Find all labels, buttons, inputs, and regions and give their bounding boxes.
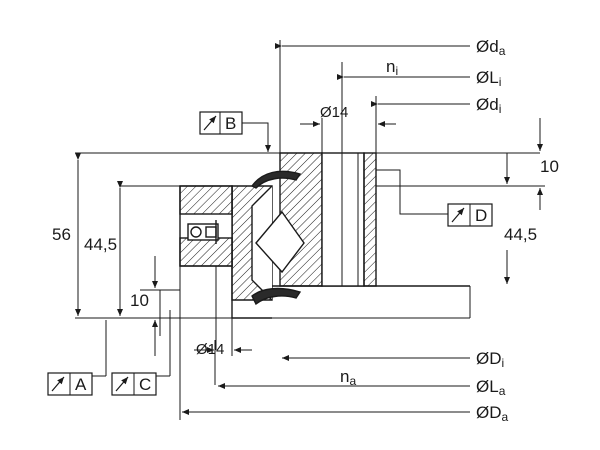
- top-dimensions: [275, 40, 470, 153]
- tolerance-frame-C: C: [111, 310, 171, 396]
- tolerance-frame-A: A: [47, 372, 106, 396]
- bottom-dimensions: [182, 355, 470, 415]
- bearing-body: [75, 152, 540, 350]
- dimension-labels: Øda ni ØLi Ødi Ø14 Ø14 ØDi na ØLa ØDa 56…: [52, 37, 559, 424]
- label-hole-top: Ø14: [320, 104, 348, 121]
- left-dimensions: [75, 153, 252, 420]
- right-dimensions: [376, 118, 545, 284]
- seal-bottom: [251, 287, 302, 306]
- seal-top: [250, 170, 302, 189]
- frame-C-letter: C: [139, 375, 151, 394]
- label-height-total: 56: [52, 225, 71, 244]
- frame-B-letter: B: [225, 114, 236, 133]
- inner-ring-right: [363, 152, 377, 287]
- label-height-left: 44,5: [84, 235, 117, 254]
- frame-A-letter: A: [75, 375, 87, 394]
- tolerance-frame-B: B: [199, 111, 271, 152]
- label-L-i: ØLi: [476, 68, 501, 89]
- label-offset-top: 10: [540, 157, 559, 176]
- label-d-i: Ødi: [476, 95, 501, 116]
- label-D-a: ØDa: [476, 403, 509, 424]
- label-D-i: ØDi: [476, 349, 504, 370]
- label-hole-bottom: Ø14: [196, 341, 224, 358]
- label-L-a: ØLa: [476, 377, 506, 398]
- label-n-a: na: [340, 367, 356, 388]
- grease-nipple: [187, 220, 219, 244]
- frame-D-letter: D: [475, 206, 487, 225]
- label-height-right: 44,5: [504, 225, 537, 244]
- tolerance-frame-D: D: [447, 203, 493, 227]
- label-d-a: Øda: [476, 37, 506, 58]
- label-offset-bottom: 10: [130, 291, 149, 310]
- roller-raceway: [255, 210, 305, 274]
- label-n-i: ni: [386, 57, 398, 78]
